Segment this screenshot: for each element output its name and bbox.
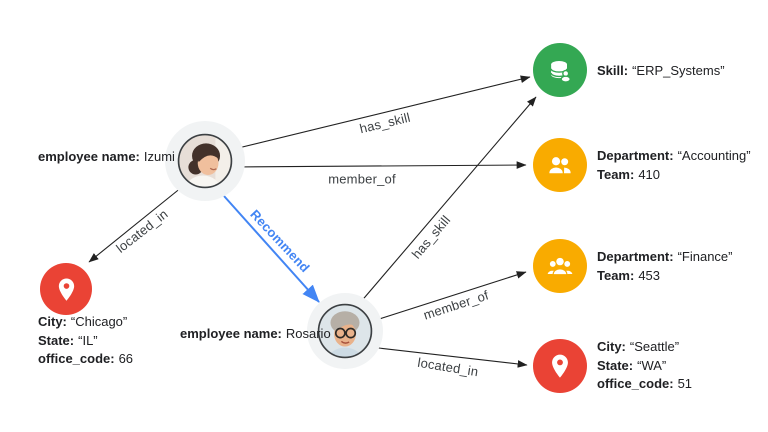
edge-izumi-member-of (232, 161, 527, 169)
node-city-chicago (40, 263, 92, 315)
label-department-accounting: Department:“Accounting” Team:410 (597, 148, 751, 182)
rosario-avatar (317, 303, 373, 359)
label-department-finance: Department:“Finance” Team:453 (597, 249, 733, 283)
employee-name-key: employee name: (180, 326, 282, 341)
employee-name-key: employee name: (38, 149, 140, 164)
employee-name-value: Rosario (285, 326, 331, 341)
edge-izumi-has-skill (229, 75, 531, 151)
izumi-avatar (177, 133, 233, 189)
edge-izumi-recommend (223, 195, 320, 303)
label-city-seattle: City:“Seattle” State:“WA” office_code:51 (597, 339, 693, 391)
label-employee-rosario: employee name:Rosario (180, 325, 331, 344)
edge-rosario-has-skill (358, 96, 537, 305)
node-city-seattle (533, 339, 587, 393)
node-department-accounting (533, 138, 587, 192)
label-skill-erp: Skill:“ERP_Systems” (597, 63, 725, 78)
edge-izumi-located-in (88, 186, 183, 263)
label-city-chicago: City:“Chicago” State:“IL” office_code:66 (38, 314, 134, 366)
edge-rosario-member-of (372, 271, 527, 322)
label-employee-izumi: employee name:Izumi (38, 148, 175, 167)
node-employee-izumi (165, 121, 245, 201)
location-pin-icon (552, 354, 568, 378)
database-icon (550, 61, 571, 83)
employee-name-value: Izumi (143, 149, 175, 164)
three-people-icon (546, 257, 574, 276)
location-pin-icon (58, 277, 74, 301)
edge-rosario-located-in (369, 346, 528, 368)
edge-label-member-of-izumi: member_of (328, 171, 396, 187)
node-skill-erp-systems (533, 43, 587, 97)
two-people-icon (548, 157, 572, 175)
node-department-finance (533, 239, 587, 293)
node-employee-rosario (307, 293, 383, 369)
